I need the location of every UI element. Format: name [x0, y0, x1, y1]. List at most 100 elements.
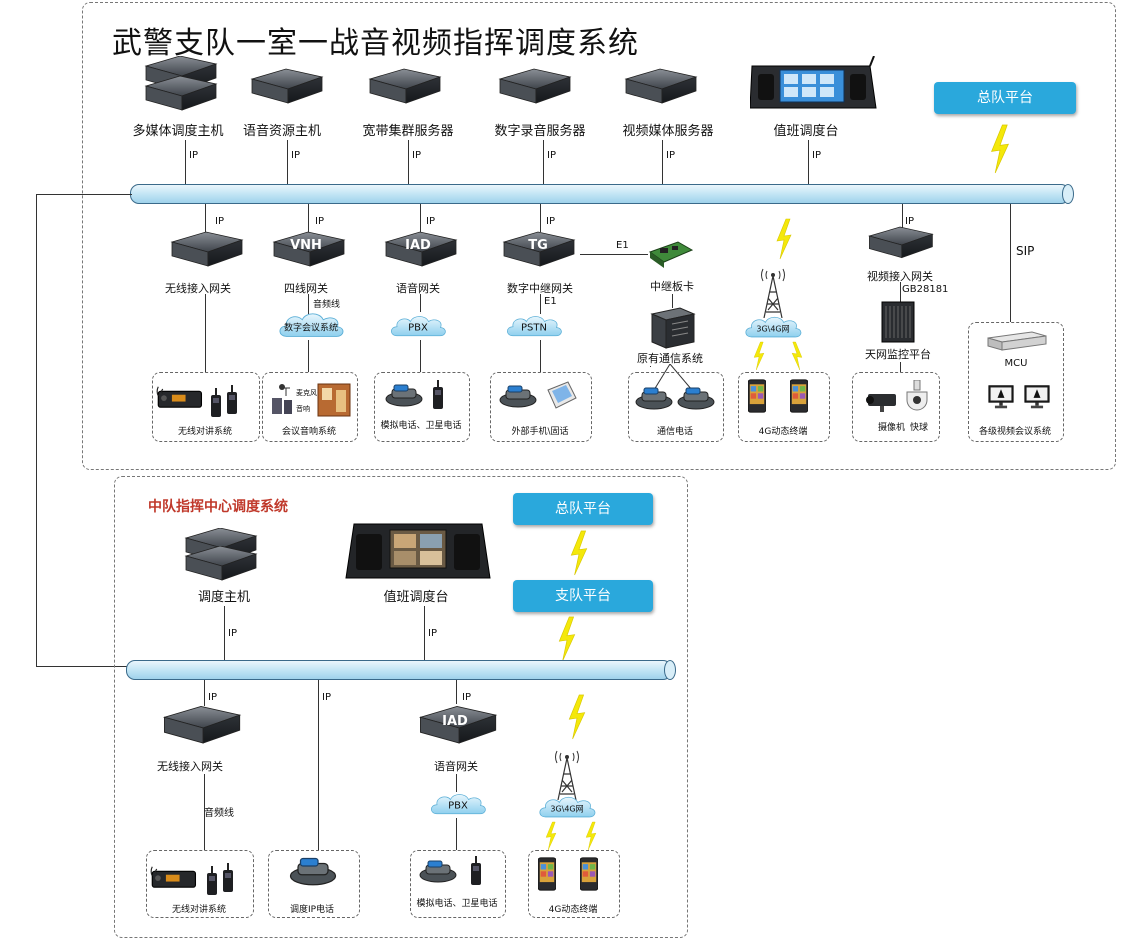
pda-icon [547, 381, 577, 409]
sip-link [1010, 204, 1011, 322]
handheld-radio-icon [210, 388, 222, 418]
ip-label: IP [291, 150, 300, 161]
camera-icon [866, 394, 896, 412]
audio-link [308, 294, 309, 314]
camera-label: 摄像机 [878, 423, 906, 433]
ip-phone-icon [288, 856, 338, 886]
ip-link [662, 140, 663, 184]
ip-link [540, 204, 541, 232]
cell-tower-icon [552, 750, 582, 800]
cloud-label-net: 3G\4G网 [550, 804, 584, 814]
smartphone-icon [748, 378, 766, 414]
radio-icon [156, 384, 206, 410]
top-platform-box[interactable]: 总队平台 [934, 82, 1076, 114]
dispatch-host-label: 调度主机 [197, 590, 251, 605]
ip-label: IP [812, 150, 821, 161]
link [540, 294, 541, 314]
device-label-comm-phone: 通信电话 [656, 427, 694, 437]
device-label-terminal: 4G动态终端 [548, 905, 598, 915]
top-ip-bus [130, 184, 1070, 204]
device-box-radio [146, 850, 254, 918]
inter-bus-link [36, 194, 132, 195]
page-title: 武警支队一室一战音视频指挥调度系统 [112, 26, 639, 61]
desk-phone-icon [418, 858, 458, 884]
device-box-radio [152, 372, 260, 442]
ip-label: IP [315, 216, 324, 227]
ip-link [204, 680, 205, 706]
device-label-analog: 模拟电话、卫星电话 [380, 421, 462, 431]
wireless-bolt-icon [556, 614, 578, 664]
dispatch-host-icon-2 [180, 546, 260, 586]
duty-console-icon [345, 523, 491, 579]
wireless-bolt-icon [566, 694, 588, 740]
inter-bus-link [36, 194, 37, 666]
comm-links [653, 364, 693, 391]
link [205, 294, 206, 372]
bottom-platform-1[interactable]: 总队平台 [513, 493, 653, 525]
ip-link [543, 140, 544, 184]
audio-line-label: 音频线 [313, 300, 341, 310]
ip-label: IP [905, 216, 914, 227]
inter-bus-link [36, 666, 128, 667]
ip-label: IP [208, 692, 217, 703]
monitor-icon [1024, 384, 1050, 410]
server-label-console: 值班调度台 [773, 124, 839, 139]
link [650, 366, 651, 367]
device-label-external: 外部手机\固话 [511, 427, 569, 437]
ip-label: IP [546, 216, 555, 227]
duty-console-label: 值班调度台 [383, 590, 449, 605]
device-label-analog: 模拟电话、卫星电话 [416, 899, 498, 909]
gateway-label-trunk: 数字中继网关 [507, 282, 573, 295]
desk-phone-icon [384, 382, 424, 408]
bottom-bus-end-cap [664, 660, 676, 680]
device-box-ip-phone [268, 850, 360, 918]
external-phone-icon [498, 384, 538, 408]
cloud-label-pstn: PSTN [521, 322, 547, 334]
e1-label: E1 [616, 240, 629, 251]
device-box-external [490, 372, 592, 442]
bottom-ip-bus [126, 660, 672, 680]
device-box-terminal [738, 372, 830, 442]
gateway-label-voice: 语音网关 [396, 282, 440, 295]
mic-label: 麦克风 [296, 389, 317, 397]
top-bus-end-cap [1062, 184, 1074, 204]
ip-link [224, 606, 225, 660]
device-label-video-conf: 各级视频会议系统 [978, 427, 1052, 437]
link [420, 294, 421, 312]
iad-badge: IAD [405, 238, 431, 253]
voice-resource-host-icon [246, 66, 326, 112]
comm-phone-icon [634, 386, 674, 410]
radio-icon [150, 864, 200, 890]
audio-line-label: 音频线 [204, 808, 234, 819]
ip-link [808, 140, 809, 184]
ip-label: IP [666, 150, 675, 161]
device-label-terminal: 4G动态终端 [758, 427, 808, 437]
multimedia-host-icon-2 [140, 76, 220, 116]
original-comm-system-icon [650, 307, 696, 349]
gateway-label-wireless: 无线接入网关 [165, 282, 231, 295]
ip-link [456, 680, 457, 704]
handheld-radio-icon [226, 384, 238, 416]
wireless-bolt-icon [790, 340, 804, 372]
device-box-terminal [528, 850, 620, 918]
relay-card-icon [648, 241, 694, 268]
wireless-gateway-icon [166, 230, 246, 274]
link [308, 340, 309, 372]
gb28181-label: GB28181 [902, 284, 949, 295]
mcu-icon [987, 331, 1047, 351]
wireless-gateway-icon [158, 704, 244, 752]
gateway-label-video-access: 视频接入网关 [867, 270, 933, 283]
audio-link [204, 774, 205, 850]
ip-label: IP [426, 216, 435, 227]
bottom-platform-2[interactable]: 支队平台 [513, 580, 653, 612]
link [900, 362, 901, 372]
server-label-cluster: 宽带集群服务器 [362, 124, 454, 139]
device-label-ip-phone: 调度IP电话 [289, 905, 335, 915]
wireless-gateway-label: 无线接入网关 [157, 760, 223, 773]
iad-badge: IAD [442, 714, 468, 729]
link [456, 818, 457, 850]
device-label-radio: 无线对讲系统 [177, 427, 233, 437]
monitor-icon [988, 384, 1014, 410]
dome-label: 快球 [910, 423, 929, 433]
ip-link [287, 140, 288, 184]
